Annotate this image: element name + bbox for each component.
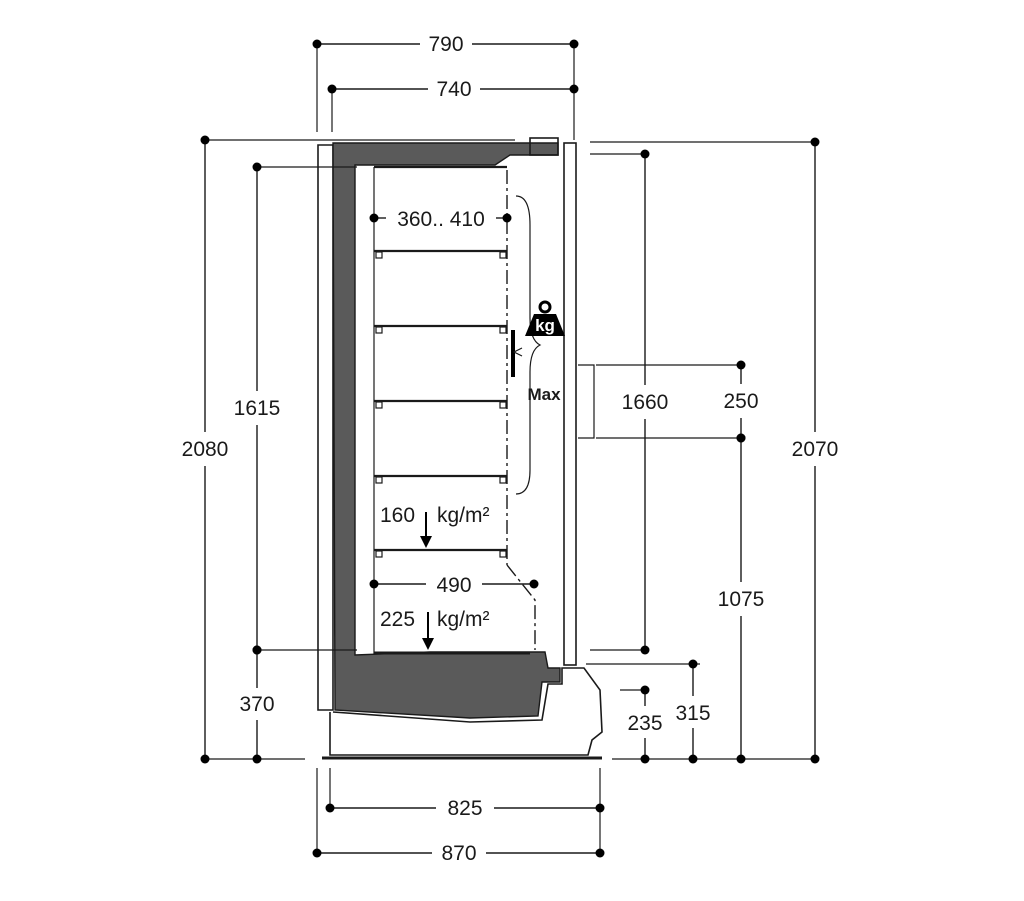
dim-2070: 2070 [792, 137, 839, 764]
down-arrow-icon [420, 536, 432, 548]
insulation-shell [332, 142, 561, 719]
shelf-load-value: 160 [380, 504, 415, 527]
dim-870-label: 870 [441, 842, 476, 865]
base-casing [329, 667, 603, 756]
shelving [373, 165, 542, 655]
shelf-load-callout: 160 kg/m² [380, 504, 490, 548]
dim-315: 315 [675, 659, 711, 764]
dim-1615-label: 1615 [234, 397, 281, 420]
dim-235-label: 235 [627, 712, 662, 735]
dim-1615: 1615 [234, 162, 281, 655]
dim-315-label: 315 [675, 702, 710, 725]
dim-870: 870 [312, 842, 605, 865]
front-door [563, 142, 577, 666]
dim-shelf-depth: 360.. 410 [369, 208, 512, 231]
dim-790: 790 [312, 33, 579, 56]
weight-icon-label: kg [535, 316, 555, 335]
dim-370: 370 [239, 645, 275, 764]
shelf-3 [374, 399, 507, 409]
dim-235: 235 [627, 685, 663, 764]
extension-lines [205, 44, 815, 853]
dim-1075: 1075 [718, 433, 765, 764]
shelf-5 [374, 548, 507, 558]
dim-490: 490 [369, 574, 539, 597]
dim-740-label: 740 [436, 78, 471, 101]
base-load-value: 225 [380, 608, 415, 631]
shelf-1 [374, 249, 507, 259]
down-arrow-icon [422, 638, 434, 650]
dim-825-label: 825 [447, 797, 482, 820]
dim-250: 250 [723, 360, 759, 443]
max-label: Max [527, 385, 561, 404]
shelf-load-unit: kg/m² [437, 504, 490, 527]
dim-1660: 1660 [622, 149, 669, 655]
rear-outer-wall [317, 144, 334, 711]
dim-shelf-depth-label: 360.. 410 [397, 208, 485, 231]
base-load-unit: kg/m² [437, 608, 490, 631]
shelf-2 [374, 324, 507, 334]
dim-490-label: 490 [436, 574, 471, 597]
door-handle [578, 364, 595, 439]
dim-790-label: 790 [428, 33, 463, 56]
shelf-4 [374, 474, 507, 484]
dim-825: 825 [325, 797, 605, 820]
dim-2070-label: 2070 [792, 438, 839, 461]
cabinet-body [317, 137, 603, 760]
dim-1075-label: 1075 [718, 588, 765, 611]
base-load-callout: 225 kg/m² [380, 608, 490, 650]
weight-icon: kg [525, 300, 565, 336]
dim-1660-label: 1660 [622, 391, 669, 414]
canopy-lip [529, 137, 559, 156]
dim-740: 740 [327, 78, 579, 101]
dim-370-label: 370 [239, 693, 274, 716]
shelf-range-brace [515, 195, 542, 495]
dim-250-label: 250 [723, 390, 758, 413]
dim-2080: 2080 [182, 135, 229, 764]
base-front-adjust-line [506, 564, 536, 650]
dim-2080-label: 2080 [182, 438, 229, 461]
